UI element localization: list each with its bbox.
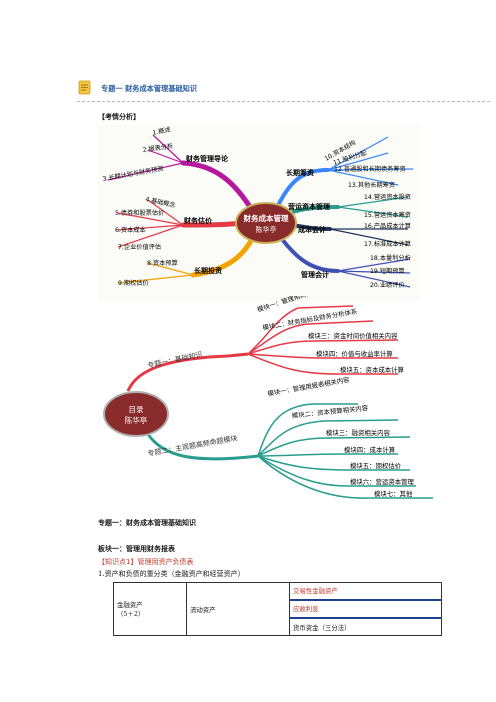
branch-label: 财务估价 — [183, 216, 213, 225]
leaf-label: 17.标准成本计算 — [364, 240, 411, 248]
branch-label: 营运资本管理 — [288, 202, 330, 211]
cell-text: 金融资产 — [117, 601, 143, 609]
module-label: 模块二：财务指标及财务分析体系 — [262, 306, 358, 332]
leaf-label: 16.产品成本计算 — [364, 222, 411, 230]
mindmap-center — [235, 202, 297, 244]
leaf-label: 15.营运资本筹资 — [364, 211, 411, 219]
module-label: 模块六：营运资本管理 — [350, 477, 415, 486]
topic1-label: 专题一：基础知识 — [147, 350, 204, 370]
mindmap-overview: 财务成本管理 陈华亭 财务管理导论 财务估价 长期投资 长期筹资 营运资本管理 … — [98, 125, 420, 301]
center2-label-1: 目录 — [129, 405, 144, 414]
module-label: 模块七：其他 — [374, 489, 413, 498]
mindmap2-center — [103, 391, 169, 437]
leaf-label: 12.普通股和长期债务筹资 — [334, 165, 406, 173]
table-row: 金融资产 （5＋2） 流动资产 交易性金融资产 — [113, 581, 442, 636]
module-heading: 板块一：管理用财务报表 — [98, 545, 175, 553]
mindmap-contents: 目录 陈华亭 专题一：基础知识 专题二：主观题高频命题模块 模块一：管理用财务报… — [103, 296, 433, 499]
leaf-label: 6.资本成本 — [115, 226, 146, 234]
table-cell: 货币资金（三分法） — [289, 617, 442, 636]
module-label: 模块五：期权估价 — [350, 461, 402, 470]
module-label: 模块四：成本计算 — [344, 445, 396, 454]
center-label-1: 财务成本管理 — [243, 213, 289, 223]
leaf-label: 5.债券和股票估价 — [115, 209, 164, 217]
table-row: 货币资金（三分法） — [114, 617, 442, 636]
branch-label: 管理会计 — [301, 270, 329, 279]
table-cell: 应收利息 — [289, 599, 442, 620]
branch-label: 长期筹资 — [286, 168, 314, 177]
knowledge-point: 【知识点1】管理用资产负债表 — [98, 558, 194, 566]
module-label: 模块四：价值与收益率计算 — [316, 349, 393, 358]
note-icon — [78, 80, 91, 95]
module-label: 模块三：融资相关内容 — [326, 428, 391, 437]
leaf-label: 9.期权估价 — [118, 279, 149, 287]
leaf-label: 20.业绩评价 — [370, 281, 405, 289]
analysis-label: 【考情分析】 — [98, 113, 140, 121]
table-cell: 流动资产 — [186, 582, 290, 636]
center2-label-2: 陈华亭 — [125, 415, 148, 425]
header-title: 专题一 财务成本管理基础知识 — [101, 84, 197, 93]
topic-heading: 专题一：财务成本管理基础知识 — [98, 519, 196, 527]
leaf-label: 7.企业价值评估 — [118, 243, 161, 251]
module-label: 模块三：资金时间价值相关内容 — [308, 331, 398, 340]
leaf-label: 8.资本预算 — [147, 259, 178, 267]
table-row: 应收利息 — [114, 599, 442, 620]
point-text: 1.资产和负债的重分类（金融资产和经营资产） — [98, 570, 245, 578]
leaf-label: 1.概述 — [152, 125, 172, 137]
branch-label: 长期投资 — [194, 266, 222, 275]
center-label-2: 陈华亭 — [256, 225, 277, 234]
table-cell: 金融资产 （5＋2） — [113, 582, 187, 636]
balance-sheet-table: 金融资产 （5＋2） 流动资产 交易性金融资产 应收利息 货币资金（三分法） — [113, 581, 442, 636]
table-cell: 交易性金融资产 — [289, 581, 442, 602]
header-divider — [77, 101, 490, 102]
leaf-label: 13.其他长期筹资 — [348, 181, 395, 189]
module-label: 模块五：资本成本计算 — [340, 365, 405, 374]
leaf-label: 14.营运资本投资 — [364, 193, 411, 201]
leaf-label: 19.短期预算 — [370, 267, 405, 275]
module-label: 模块一：管理用报表相关内容 — [267, 375, 351, 398]
cell-text: （5＋2） — [117, 610, 145, 618]
branch-label: 财务管理导论 — [185, 154, 229, 163]
branch-label: 成本会计 — [298, 225, 326, 234]
leaf-label: 18.本量利分析 — [370, 254, 411, 262]
